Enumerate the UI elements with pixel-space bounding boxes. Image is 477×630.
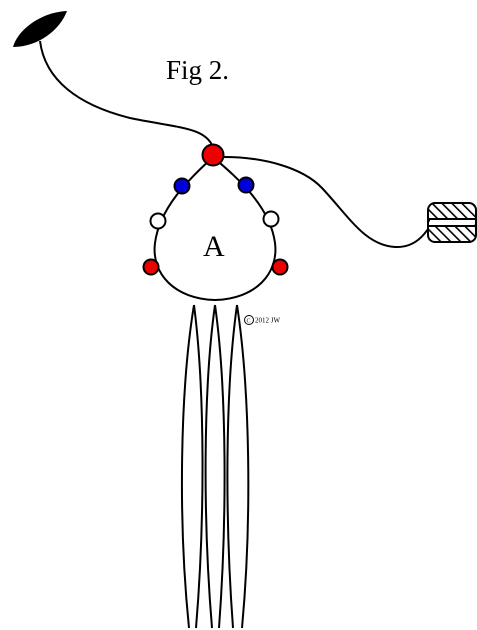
tentacle-right — [226, 304, 250, 629]
node-top — [201, 143, 225, 167]
node-middle-right — [262, 210, 280, 228]
copyright-symbol-icon — [244, 315, 254, 325]
center-label: A — [203, 230, 225, 263]
tentacle-center — [204, 304, 226, 629]
hatched-block-icon — [427, 202, 477, 243]
copyright-text: 2012 JW — [255, 317, 280, 325]
copyright-symbol: C — [247, 319, 251, 325]
copyright-mark: C 2012 JW — [244, 315, 280, 325]
anchor-tether — [223, 156, 431, 249]
node-lower-left — [142, 258, 160, 276]
node-upper-left — [173, 177, 191, 195]
figure-title: Fig 2. — [166, 55, 229, 85]
node-lower-right — [271, 258, 289, 276]
tentacle-left — [180, 304, 204, 629]
node-middle-left — [149, 212, 167, 230]
node-upper-right — [237, 176, 255, 194]
leaf-stem — [39, 40, 214, 148]
teardrop-body — [153, 155, 277, 302]
leaf-icon — [13, 11, 67, 47]
